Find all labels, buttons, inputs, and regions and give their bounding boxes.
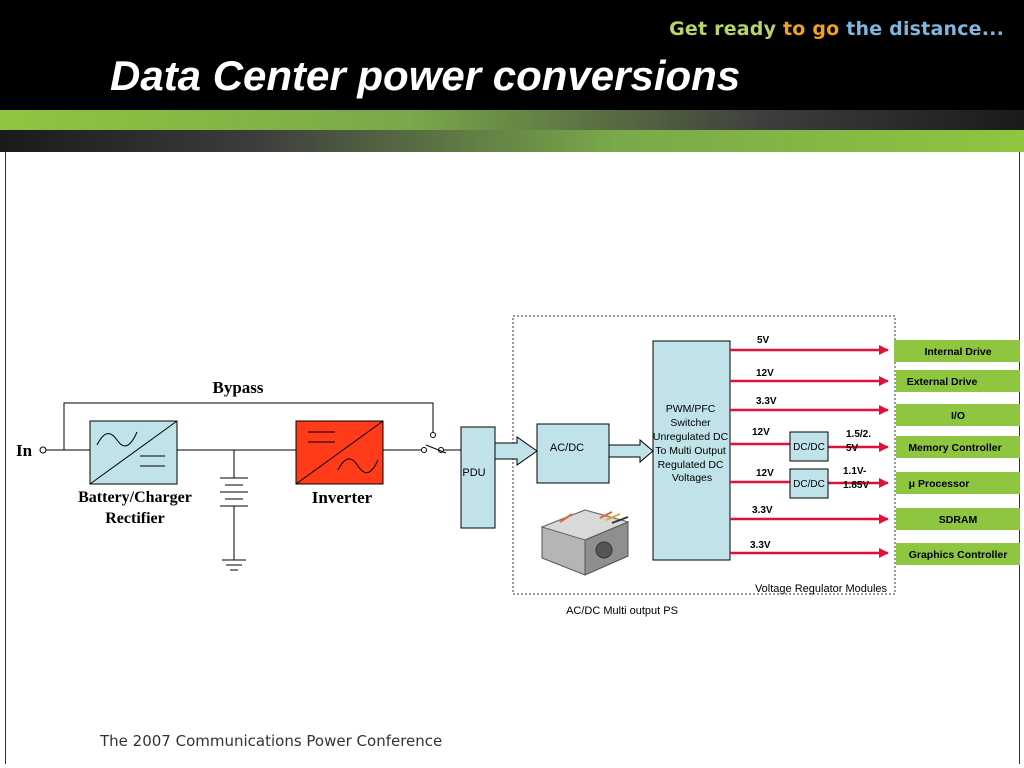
dcdc2-out-1: 1.1V- (843, 466, 866, 477)
rail-label-2: 12V (756, 368, 774, 379)
load-label-io: I/O (951, 410, 965, 422)
slogan-part-3: the distance... (846, 18, 1004, 40)
pwm-line-5: Regulated DC (658, 459, 724, 471)
rail-label-3: 3.3V (756, 396, 777, 407)
rail-label-1: 5V (757, 335, 770, 346)
load-box-graphics-controller (896, 543, 1020, 565)
load-box-external-drive (896, 370, 1020, 392)
header-band-top (0, 110, 1024, 130)
pwm-switcher-block (652, 340, 731, 561)
load-box-sdram (896, 508, 1020, 530)
pwm-line-1: PWM/PFC (666, 403, 716, 415)
bypass-switch-terminal (430, 432, 436, 438)
load-box-internal-drive (894, 340, 1020, 362)
pdu-label: PDU (462, 467, 485, 479)
inverter-label: Inverter (312, 488, 373, 507)
output-rails (730, 345, 889, 558)
dcdc2-out-2: 1.85V (843, 480, 869, 491)
header-bar (0, 0, 1024, 110)
load-label-external-drive: External Drive (907, 376, 978, 388)
input-label: In (16, 441, 33, 460)
dcdc1-out-1: 1.5/2. (846, 429, 871, 440)
vrm-caption: Voltage Regulator Modules (755, 583, 888, 595)
rectifier-label-2: Rectifier (105, 510, 165, 527)
rail-voltage-labels: 5V 12V 3.3V 12V 12V 3.3V 3.3V 1.5/2. 5V … (750, 335, 871, 551)
dcdc-block-2 (789, 468, 829, 499)
rail-label-4: 12V (752, 427, 770, 438)
bypass-line (63, 402, 434, 450)
load-label-internal-drive: Internal Drive (924, 346, 991, 358)
dcdc-label-1: DC/DC (793, 442, 825, 453)
acdc-label: AC/DC (550, 442, 584, 454)
input-terminal (39, 446, 47, 454)
slogan: Get ready to go the distance... (669, 18, 1004, 40)
load-box-io (896, 404, 1020, 426)
rail-label-5: 12V (756, 468, 774, 479)
acdc-to-pwm-arrow (608, 438, 654, 464)
header-band-bottom (0, 130, 1024, 152)
switch-terminal-a (421, 447, 427, 453)
load-label-sdram: SDRAM (939, 514, 978, 526)
rail-label-6: 3.3V (752, 505, 773, 516)
power-supply-photo (540, 509, 630, 576)
dcdc-block-1 (789, 431, 829, 462)
pwm-line-3: Unregulated DC (653, 431, 729, 443)
load-label-memory-controller: Memory Controller (908, 442, 1001, 454)
ps-caption: AC/DC Multi output PS (566, 605, 678, 617)
battery-symbol (220, 450, 248, 571)
switch-blade (425, 444, 447, 454)
pdu-block (460, 426, 496, 529)
load-label-graphics-controller: Graphics Controller (909, 549, 1008, 561)
pwm-switcher-text: PWM/PFC Switcher Unregulated DC To Multi… (653, 403, 731, 484)
load-box-processor (896, 472, 1020, 494)
bypass-label: Bypass (212, 378, 263, 397)
pdu-to-acdc-arrow (494, 436, 538, 466)
footer-text: The 2007 Communications Power Conference (100, 732, 443, 750)
slide-title: Data Center power conversions (110, 52, 741, 99)
slogan-part-2: to go (783, 18, 847, 40)
inverter-block (295, 420, 384, 485)
load-boxes: Internal Drive External Drive I/O Memory… (894, 340, 1020, 565)
dcdc1-out-2: 5V (846, 443, 859, 454)
pwm-line-2: Switcher (670, 417, 711, 429)
pwm-line-4: To Multi Output (655, 445, 726, 457)
acdc-block (536, 423, 610, 484)
pwm-line-6: Voltages (672, 472, 712, 484)
rail-label-7: 3.3V (750, 540, 771, 551)
load-box-memory-controller (896, 436, 1020, 458)
rectifier-label-1: Battery/Charger (78, 489, 192, 506)
dcdc-label-2: DC/DC (793, 479, 825, 490)
slogan-part-1: Get ready (669, 18, 783, 40)
rectifier-block (89, 420, 178, 485)
load-label-processor: μ Processor (909, 478, 970, 490)
